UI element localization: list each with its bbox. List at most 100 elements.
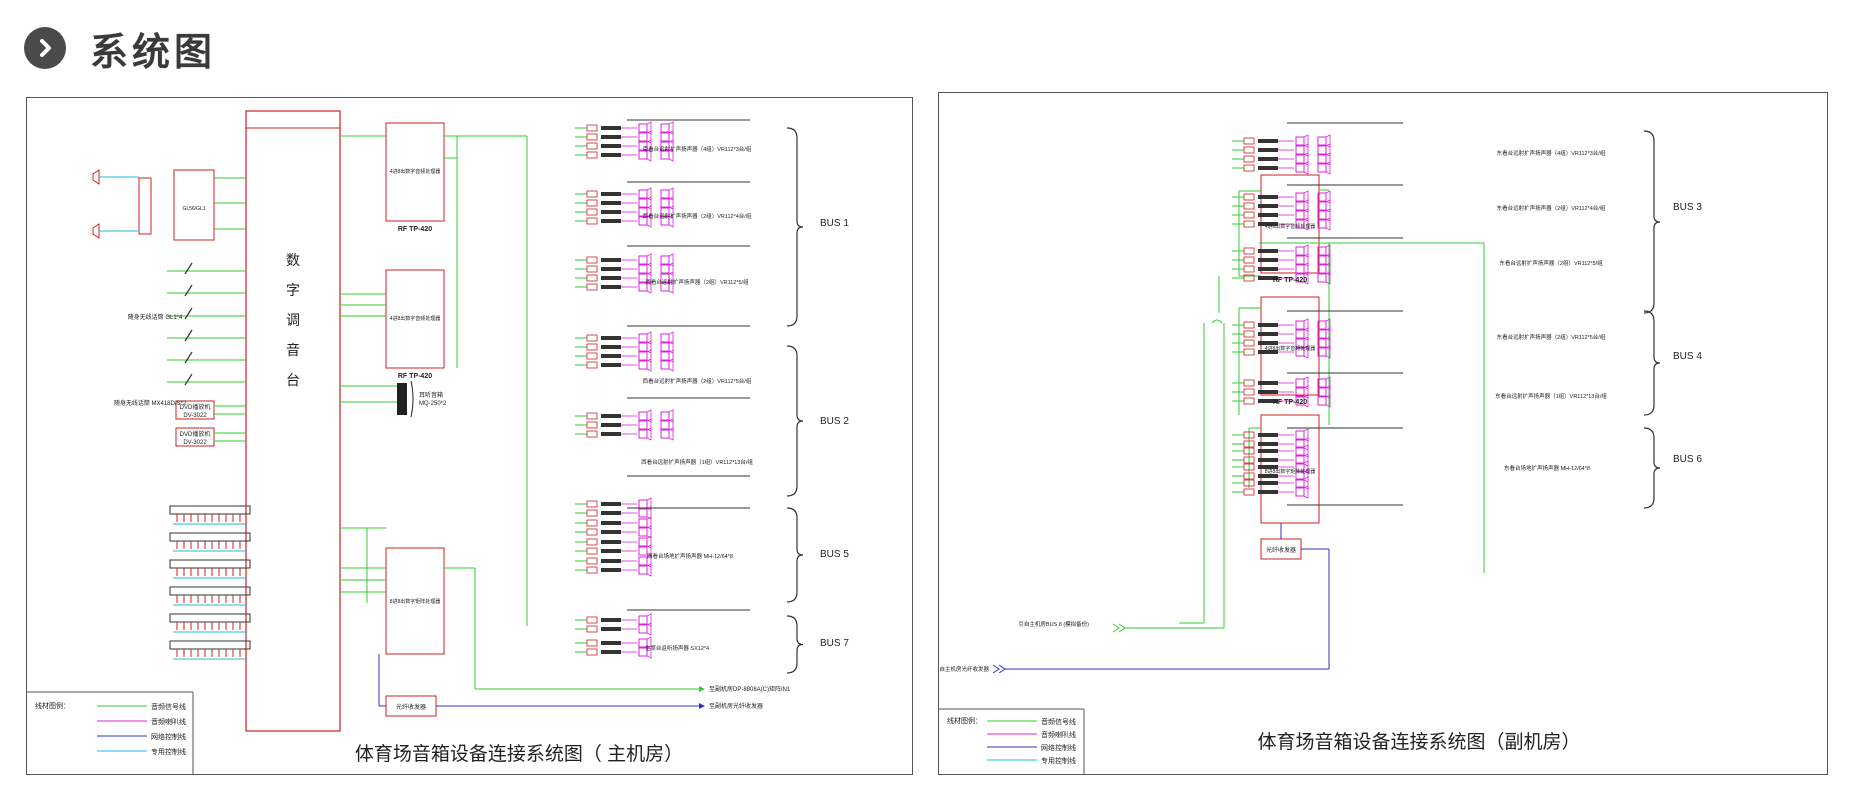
speaker-icon (1295, 347, 1305, 357)
speaker-icon (638, 264, 648, 274)
zone-label: 东看台远射扩声扬声器（2组）VR112*4台/组 (1497, 204, 1606, 212)
dvd-2-label: DVD播放机 (180, 430, 211, 438)
speaker-icon (660, 429, 670, 439)
zone-label: 东看台远射扩声扬声器（4组）VR112*3台/组 (1497, 149, 1606, 157)
monitor-label: 耳听音箱 (419, 391, 443, 399)
processor-b-inner: 4进8出数字音频处理器 (390, 315, 441, 322)
amplifier-group (575, 554, 652, 577)
console-char: 台 (286, 372, 300, 388)
speaker-icon (638, 333, 648, 343)
speaker-icon (1317, 320, 1327, 330)
speaker-icon (1317, 136, 1327, 146)
sub-processor-a-label: RF TP-420 (1273, 277, 1307, 284)
sub-input-1: 引自主机房BUS 8 (模拟备份) (1018, 620, 1089, 628)
speaker-icon (1317, 163, 1327, 173)
speaker-icon (638, 537, 648, 547)
speaker-icon (638, 189, 648, 199)
amplifier-group (1232, 476, 1309, 499)
amplifier-group (575, 121, 674, 162)
speaker-icon (638, 273, 648, 283)
speaker-icon (660, 273, 670, 283)
speaker-icon (660, 141, 670, 151)
dvd-1-label: DVD播放机 (180, 403, 211, 411)
speaker-icon (1295, 145, 1305, 155)
amplifier-group (1232, 376, 1331, 408)
legend-title: 线材图例： (35, 701, 70, 710)
amplifier-group (575, 636, 652, 659)
speaker-icon (1317, 219, 1327, 229)
bus-label: BUS 6 (1673, 454, 1702, 465)
speaker-icon (660, 198, 670, 208)
input-panel (169, 613, 251, 633)
speaker-icon (638, 546, 648, 556)
zone-label: 东看台远射扩声扬声器（1组）VR112*13台/组 (1495, 392, 1607, 400)
speaker-icon (660, 360, 670, 370)
speaker-icon (1295, 446, 1305, 456)
speaker-icon (638, 518, 648, 528)
amplifier-group (575, 253, 674, 294)
speaker-icon (638, 351, 648, 361)
speaker-icon (660, 282, 670, 292)
sub-fiber-label: 光纤收发器 (1266, 546, 1296, 554)
legend-item: 专用控制线 (151, 747, 186, 756)
legend-item: 专用控制线 (1041, 756, 1076, 765)
speaker-icon (1295, 136, 1305, 146)
speaker-icon (638, 527, 648, 537)
bus-label: BUS 1 (820, 218, 849, 229)
processor-b-label: RF TP-420 (398, 373, 432, 380)
speaker-icon (660, 255, 670, 265)
speaker-icon (638, 123, 648, 133)
amplifier-group (1232, 460, 1309, 483)
speaker-icon (638, 141, 648, 151)
speaker-icon (660, 342, 670, 352)
zone-label: 西看台远射扩声扬声器（2组）VR112*5台/组 (643, 377, 752, 385)
speaker-icon (1295, 439, 1305, 449)
amplifier-group (575, 535, 652, 558)
speaker-icon (638, 198, 648, 208)
sub-processor-b-label: RF TP-420 (1273, 399, 1307, 406)
speaker-icon (1295, 246, 1305, 256)
speaker-icon (638, 360, 648, 370)
speaker-icon (638, 508, 648, 518)
speaker-icon (1295, 320, 1305, 330)
speaker-icon (1295, 471, 1305, 481)
speaker-icon (1317, 192, 1327, 202)
speaker-icon (660, 132, 670, 142)
speaker-icon (638, 429, 648, 439)
legend-item: 音频喇叭线 (1041, 730, 1076, 739)
speaker-icon (660, 333, 670, 343)
main-diagram-title: 体育场音箱设备连接系统图（ 主机房） (355, 743, 683, 765)
legend-item: 音频喇叭线 (151, 717, 186, 726)
console-char: 调 (286, 312, 300, 328)
output-1-label: 至副机房DP-8808A(C)矩阵IN1 (709, 685, 791, 693)
speaker-icon (660, 420, 670, 430)
speaker-icon (1295, 163, 1305, 173)
zone-label: 南看台远射扩声扬声器（4组）VR112*3台/组 (643, 145, 752, 153)
amplifier-group (575, 331, 674, 372)
speaker-icon (638, 342, 648, 352)
amplifier-group (575, 497, 652, 520)
fiber-label: 光纤收发器 (396, 703, 426, 711)
sub-processor-a-inner: 4进8出数字音频处理器 (1265, 223, 1316, 230)
speaker-icon (1295, 154, 1305, 164)
processor-a-inner: 4进8出数字音频处理器 (390, 168, 441, 175)
speaker-icon (638, 556, 648, 566)
speaker-icon (660, 264, 670, 274)
zone-label: 东看台远射扩声扬声器（2组）VR112*5/组 (1499, 259, 1603, 267)
speaker-icon (1317, 154, 1327, 164)
speaker-icon (1295, 396, 1305, 406)
sub-room-diagram: RF TP-420 RF TP-420 4进8出数字音频处理器 4进8出数字音频… (934, 92, 1828, 775)
bus-label: BUS 7 (820, 638, 849, 649)
speaker-icon (638, 216, 648, 226)
bus-label: BUS 4 (1673, 351, 1702, 362)
output-2-label: 至副机房光纤收发器 (709, 702, 763, 710)
amplifier-group (1232, 244, 1331, 285)
speaker-icon (638, 282, 648, 292)
legend-item: 音频信号线 (1041, 717, 1076, 726)
speaker-icon (1317, 387, 1327, 397)
speaker-icon (1295, 255, 1305, 265)
speaker-icon (638, 499, 648, 509)
sub-processor-b-inner: 4进8出数字音频处理器 (1265, 345, 1316, 352)
speaker-icon (1295, 478, 1305, 488)
speaker-icon (1295, 264, 1305, 274)
